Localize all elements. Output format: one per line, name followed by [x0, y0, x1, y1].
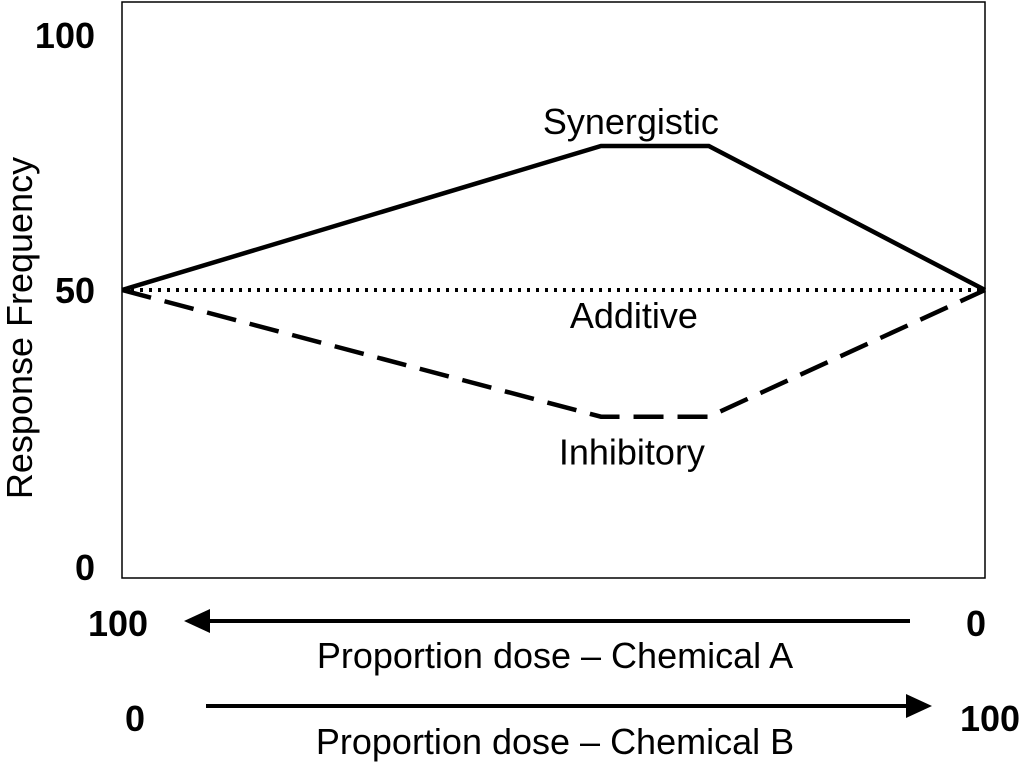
y-tick-label-0: 0 [75, 547, 95, 588]
chemical-a-left-value: 100 [88, 603, 148, 644]
additive-label: Additive [570, 295, 698, 336]
plot-frame [121, 1, 986, 579]
chemical-b-left-value: 0 [125, 698, 145, 739]
synergistic-label: Synergistic [543, 101, 719, 142]
chemical-a-right-value: 0 [966, 603, 986, 644]
y-axis-title: Response Frequency [0, 157, 40, 499]
chemical-b-right-value: 100 [960, 698, 1020, 739]
inhibitory-label: Inhibitory [559, 432, 705, 473]
y-tick-label-100: 100 [35, 15, 95, 56]
y-tick-label-50: 50 [55, 270, 95, 311]
chemical-a-axis-title: Proportion dose – Chemical A [317, 635, 793, 676]
chemical-b-arrow-head-right-icon [906, 694, 932, 718]
chemical-b-axis-title: Proportion dose – Chemical B [316, 721, 794, 762]
chemical-a-arrow-head-left-icon [184, 609, 210, 633]
inhibitory-line [121, 287, 986, 419]
synergistic-line [121, 143, 987, 293]
